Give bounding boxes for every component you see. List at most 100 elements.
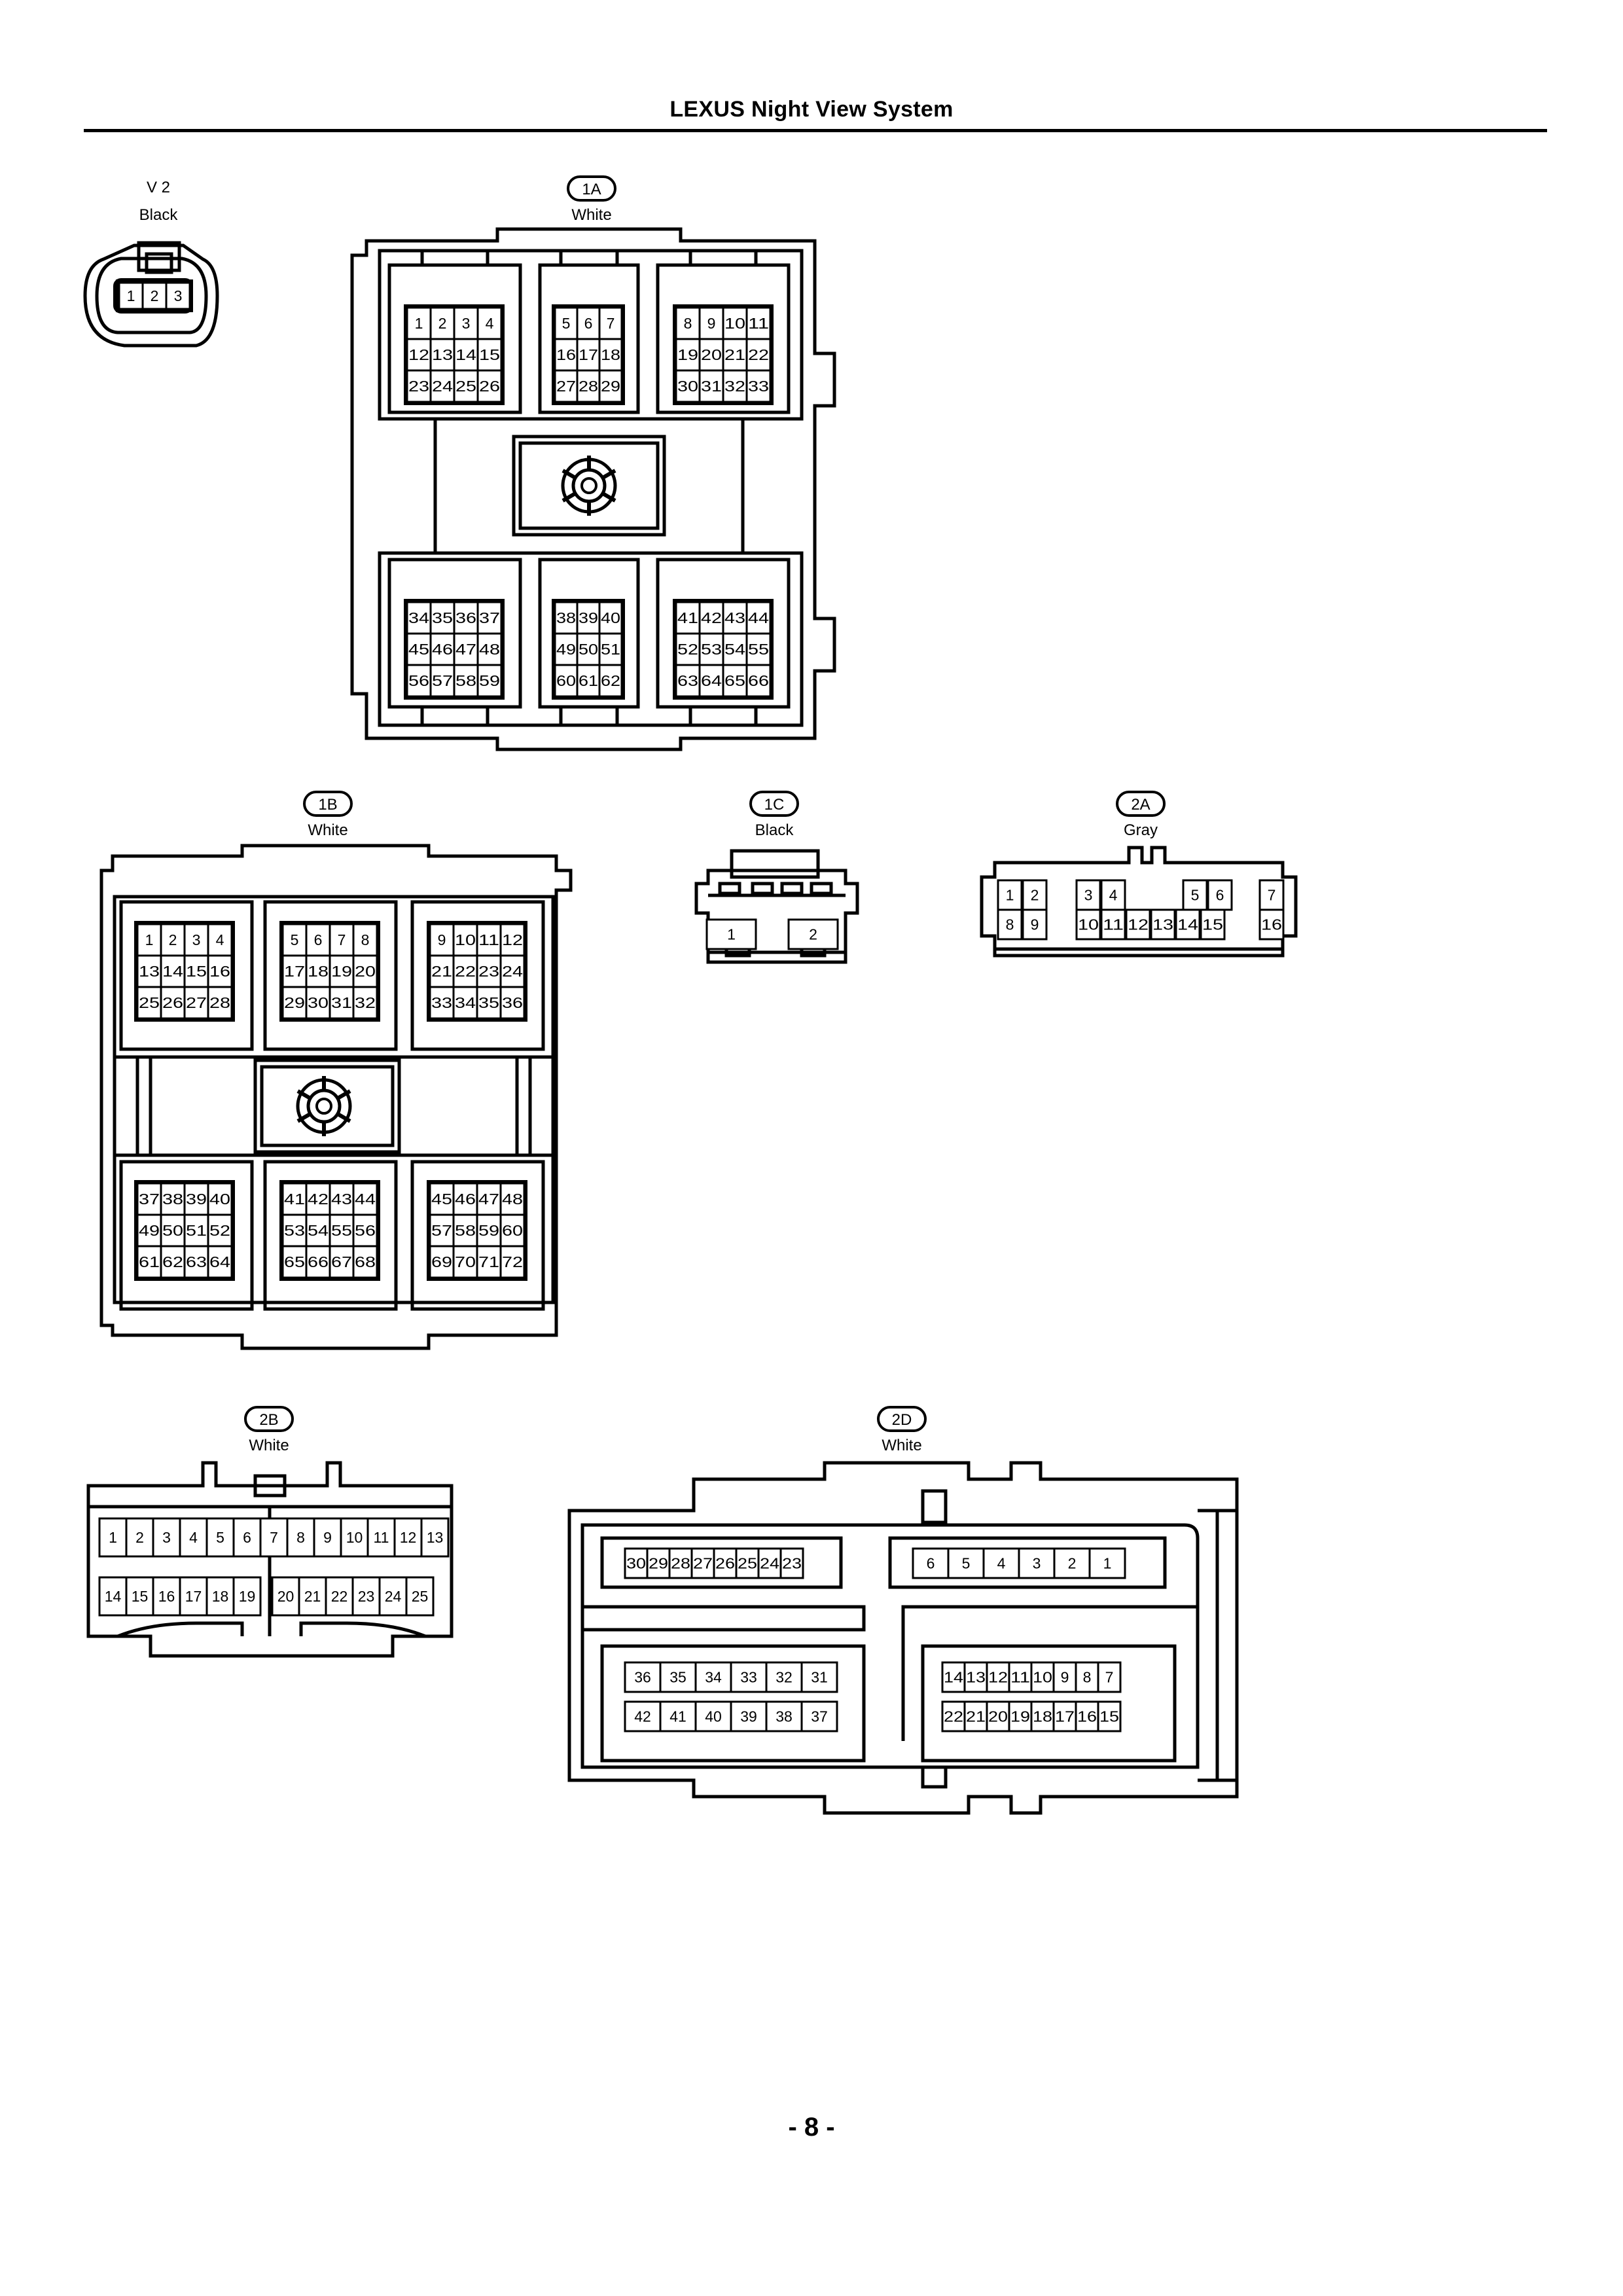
pin-number: 6: [927, 1555, 935, 1572]
pin-cell: [1100, 879, 1126, 911]
pin-number: 1: [1103, 1555, 1112, 1572]
connector-color-1c: Black: [755, 821, 794, 839]
pin-number: 25: [738, 1555, 757, 1572]
pin-cell: [659, 1700, 697, 1732]
pin-number: 29: [649, 1555, 668, 1572]
pin-cell: [800, 1700, 838, 1732]
pin-number: 44: [355, 1191, 376, 1208]
pin-cell: [429, 632, 455, 666]
pin-number: 36: [502, 994, 523, 1011]
pin-number: 15: [1099, 1708, 1119, 1725]
pin-cell: [1258, 879, 1285, 911]
pin-number: 14: [105, 1588, 122, 1605]
pin-cell: [1100, 908, 1126, 941]
pin-number: 55: [331, 1222, 352, 1239]
pin-number: 26: [162, 994, 183, 1011]
pin-number: 2: [1031, 887, 1039, 904]
pin-number: 15: [1202, 916, 1223, 933]
pin-number: 38: [162, 1191, 183, 1208]
pin-number: 7: [607, 315, 615, 332]
pin-number: 34: [408, 609, 429, 626]
pin-number: 42: [701, 609, 722, 626]
pin-number: 45: [408, 641, 429, 658]
pin-cell: [624, 1547, 649, 1579]
pin-number: 6: [584, 315, 593, 332]
pin-number: 4: [189, 1529, 198, 1546]
pin-cell: [694, 1661, 732, 1693]
pin-number: 41: [677, 609, 698, 626]
pin-number: 25: [412, 1588, 429, 1605]
pin-number: 7: [1105, 1669, 1114, 1686]
pin-number: 66: [308, 1253, 329, 1270]
pin-cell: [598, 664, 623, 698]
pin-number: 7: [338, 931, 346, 948]
pin-number: 9: [323, 1529, 332, 1546]
pin-number: 24: [502, 963, 523, 980]
pin-cell: [286, 1517, 315, 1558]
pin-number: 23: [358, 1588, 375, 1605]
pin-number: 1: [127, 287, 135, 304]
pin-number: 54: [308, 1222, 329, 1239]
pin-number: 38: [776, 1708, 793, 1725]
pin-number: 4: [1109, 887, 1118, 904]
pin-cell: [429, 601, 455, 635]
pin-number: 38: [556, 609, 576, 626]
pin-cell: [1258, 908, 1285, 941]
pin-number: 49: [139, 1222, 160, 1239]
pin-number: 18: [601, 346, 620, 363]
pin-cell: [1175, 908, 1201, 941]
pin-number: 64: [209, 1253, 230, 1270]
pin-cell: [136, 1213, 162, 1247]
pin-cell: [698, 369, 724, 403]
pin-number: 65: [284, 1253, 305, 1270]
pin-number: 23: [478, 963, 499, 980]
connector-code-2a: 2A: [1131, 796, 1150, 814]
pin-cell: [207, 1245, 233, 1279]
pin-number: 21: [304, 1588, 321, 1605]
pin-number: 43: [331, 1191, 352, 1208]
pin-number: 16: [556, 346, 576, 363]
pin-number: 6: [314, 931, 323, 948]
pin-number: 41: [669, 1708, 687, 1725]
pin-number: 5: [962, 1555, 971, 1572]
pin-number: 8: [296, 1529, 305, 1546]
pin-number: 20: [277, 1588, 294, 1605]
pin-number: 16: [209, 963, 230, 980]
pin-cell: [160, 1182, 186, 1216]
pin-number: 20: [701, 346, 722, 363]
pin-cell: [207, 954, 233, 988]
pin-number: 5: [291, 931, 299, 948]
pin-number: 53: [701, 641, 722, 658]
title-rule: [84, 129, 1547, 132]
pin-number: 11: [748, 315, 769, 332]
pin-block: [427, 1180, 527, 1281]
pin-cell: [1075, 1661, 1099, 1693]
pin-number: 20: [355, 963, 376, 980]
pin-number: 71: [478, 1253, 499, 1270]
pin-cell: [1008, 1700, 1033, 1732]
pin-number: 66: [748, 672, 769, 689]
pin-cell: [298, 1576, 327, 1617]
pin-number: 10: [455, 931, 476, 948]
pin-number: 12: [1128, 916, 1149, 933]
pin-number: 26: [479, 378, 500, 395]
pin-number: 13: [966, 1669, 986, 1686]
pin-number: 52: [677, 641, 698, 658]
pin-number: 9: [1061, 1669, 1069, 1686]
pin-number: 25: [455, 378, 476, 395]
pin-number: 30: [626, 1555, 646, 1572]
pin-cell: [1053, 1547, 1091, 1579]
pin-cell: [207, 923, 233, 957]
pin-number: 48: [479, 641, 500, 658]
pin-number: 72: [502, 1253, 523, 1270]
pin-cell: [690, 1547, 715, 1579]
pin-cell: [476, 632, 503, 666]
pin-cell: [722, 306, 748, 340]
